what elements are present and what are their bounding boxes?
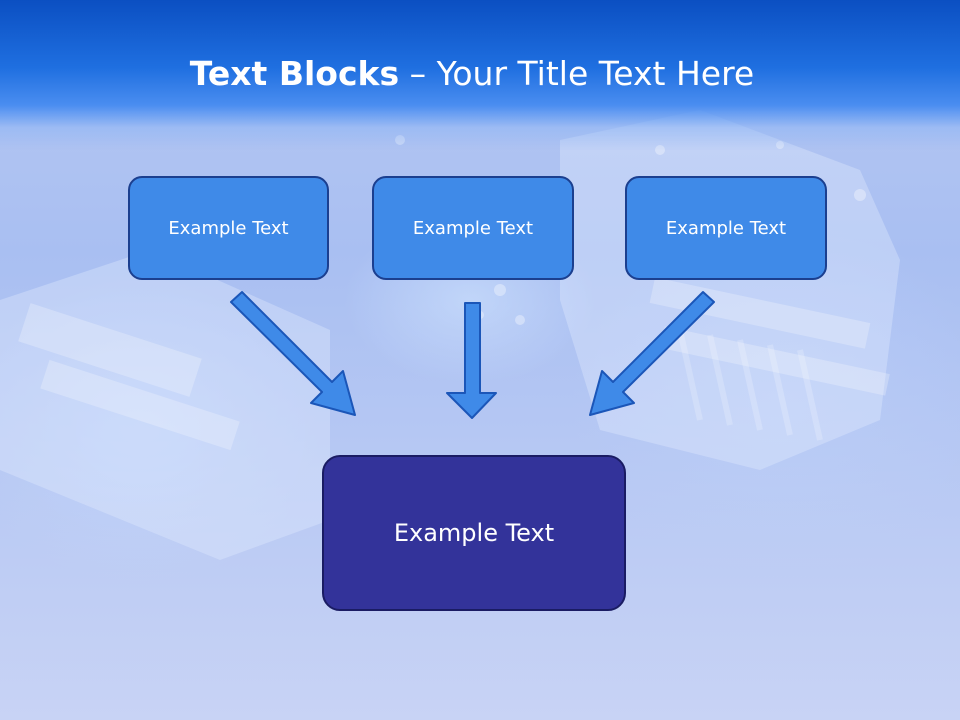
text-block-3-label: Example Text — [665, 217, 787, 239]
title-bold: Text Blocks — [189, 54, 400, 93]
page-title: Text Blocks – Your Title Text Here — [0, 52, 944, 96]
title-rest: – Your Title Text Here — [399, 54, 755, 93]
arrow-down-left-icon — [589, 291, 715, 416]
arrow-down-icon — [446, 302, 497, 419]
text-block-1-label: Example Text — [168, 217, 289, 239]
text-block-1[interactable]: Example Text — [128, 176, 329, 280]
title-bar — [0, 0, 960, 150]
main-text-block-label: Example Text — [393, 519, 555, 547]
arrow-down-right-icon — [230, 291, 356, 416]
text-block-3[interactable]: Example Text — [625, 176, 827, 280]
text-block-2-label: Example Text — [412, 217, 534, 239]
main-text-block[interactable]: Example Text — [322, 455, 626, 611]
text-block-2[interactable]: Example Text — [372, 176, 574, 280]
